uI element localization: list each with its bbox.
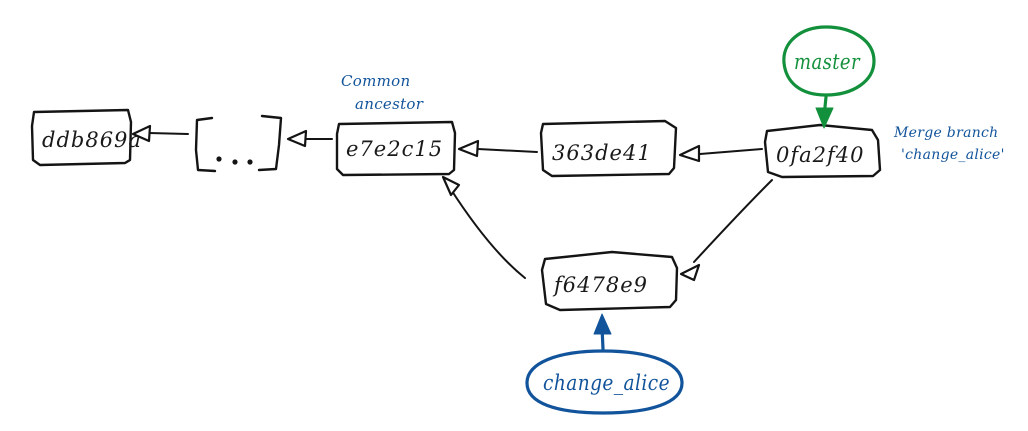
arrow-ellipsis-to-ddb869a [131, 124, 189, 143]
commit-hash-f6478e9: f6478e9 [552, 273, 648, 297]
arrow-0fa2f40-to-363de41 [678, 144, 763, 163]
commit-node-e7e2c15[interactable]: e7e2c15 [335, 120, 457, 177]
annotation-common-ancestor-line2: ancestor [355, 95, 424, 113]
commit-node-ddb869a[interactable]: ddb869a [30, 108, 142, 167]
annotation-merge-branch-line1: Merge branch [893, 125, 999, 141]
arrow-363de41-to-e7e2c15 [457, 139, 538, 158]
commit-node-0fa2f40[interactable]: 0fa2f40 [763, 123, 882, 179]
commit-node-f6478e9[interactable]: f6478e9 [540, 250, 679, 312]
branch-pointer-change-alice[interactable]: change_alice [525, 313, 684, 415]
annotation-common-ancestor: Common ancestor [341, 72, 424, 113]
commit-hash-0fa2f40: 0fa2f40 [776, 143, 865, 167]
arrow-e7e2c15-to-ellipsis [286, 129, 333, 148]
commit-hash-e7e2c15: e7e2c15 [346, 137, 443, 161]
annotation-merge-branch-line2: 'change_alice' [901, 147, 1005, 163]
annotation-common-ancestor-line1: Common [341, 72, 410, 90]
commit-node-363de41[interactable]: 363de41 [539, 119, 678, 178]
commit-hash-ddb869a: ddb869a [42, 128, 142, 152]
branch-pointer-master[interactable]: master [782, 25, 876, 129]
commit-hash-363de41: 363de41 [552, 141, 652, 165]
annotation-merge-branch: Merge branch 'change_alice' [893, 125, 1005, 163]
commit-node-ellipsis: [ . . . ] [194, 114, 283, 173]
branch-label-master: master [794, 50, 861, 74]
arrow-f6478e9-to-e7e2c15 [441, 175, 526, 279]
arrow-0fa2f40-to-f6478e9 [679, 179, 773, 282]
branch-label-change-alice: change_alice [543, 371, 670, 395]
